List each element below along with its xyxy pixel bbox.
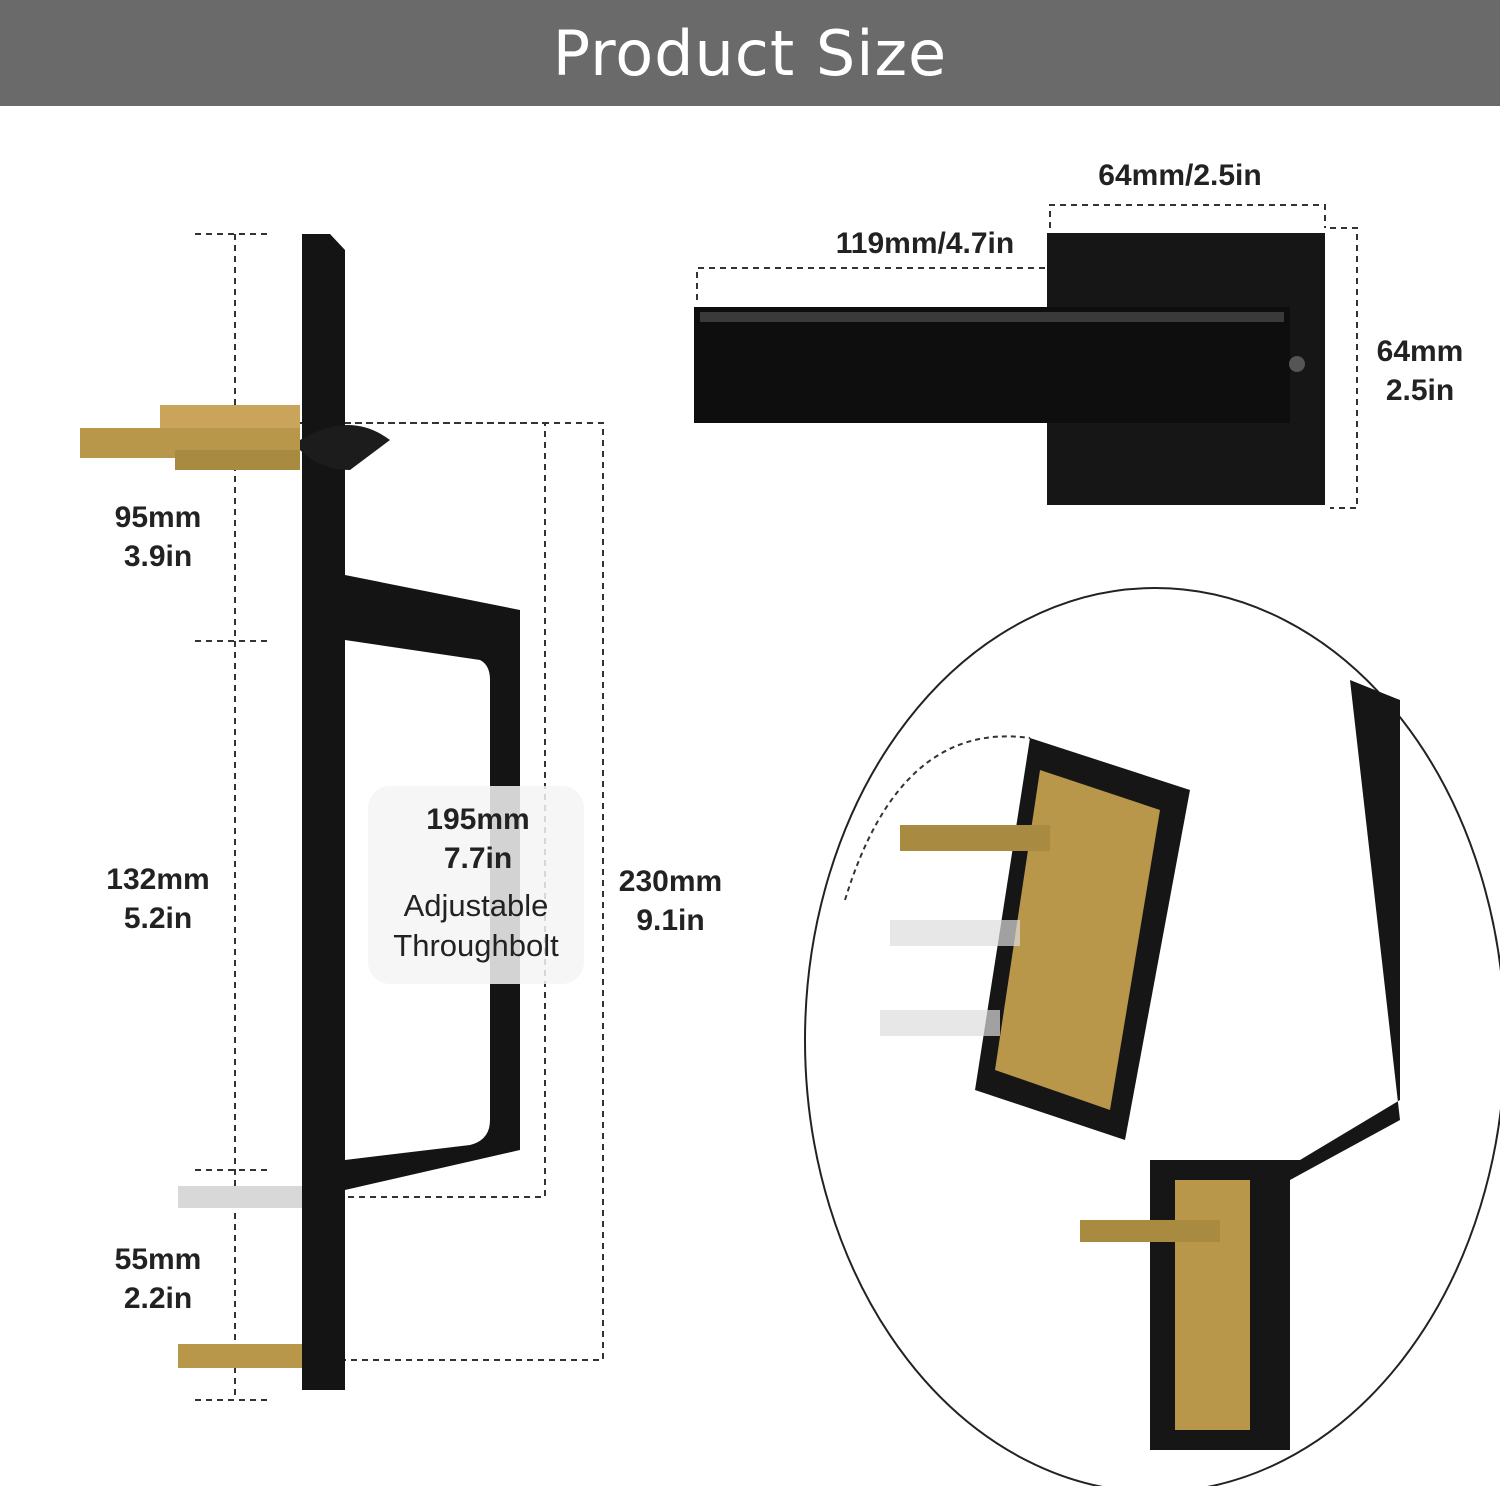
throughbolt-dimension: 195mm 7.7in — [398, 800, 558, 878]
throughbolt-note-box — [368, 786, 584, 984]
detail-callout — [804, 587, 1500, 1486]
dim-value: 119mm/4.7in — [835, 227, 1015, 260]
rose-height-dimension: 64mm 2.5in — [1360, 332, 1480, 410]
lever-length-dimension: 119mm/4.7in — [800, 224, 1050, 263]
dim-in: 3.9in — [123, 540, 193, 573]
header-bar: Product Size — [0, 0, 1500, 106]
grip-dimension: 132mm 5.2in — [88, 860, 228, 938]
dim-in: 5.2in — [123, 902, 193, 935]
dim-in: 2.5in — [1385, 374, 1455, 407]
note-line: Throughbolt — [393, 928, 559, 963]
lever-front-view — [694, 233, 1325, 505]
dim-mm: 55mm — [114, 1243, 202, 1276]
dim-mm: 64mm — [1376, 335, 1464, 368]
dim-mm: 230mm — [618, 865, 723, 898]
page-title: Product Size — [552, 16, 948, 90]
dim-value: 64mm/2.5in — [1098, 159, 1262, 192]
dim-mm: 195mm — [426, 803, 530, 836]
throughbolt-note: Adjustable Throughbolt — [368, 886, 584, 966]
bottom-plate-dimension: 55mm 2.2in — [88, 1240, 228, 1318]
dim-mm: 132mm — [106, 863, 210, 896]
total-dimension: 230mm 9.1in — [598, 862, 743, 940]
note-line: Adjustable — [403, 888, 549, 923]
top-plate-dimension: 95mm 3.9in — [88, 498, 228, 576]
dim-mm: 95mm — [114, 501, 202, 534]
dim-in: 9.1in — [636, 904, 705, 937]
rose-width-dimension: 64mm/2.5in — [1060, 156, 1300, 195]
dim-in: 2.2in — [123, 1282, 193, 1315]
dim-in: 7.7in — [443, 842, 513, 875]
